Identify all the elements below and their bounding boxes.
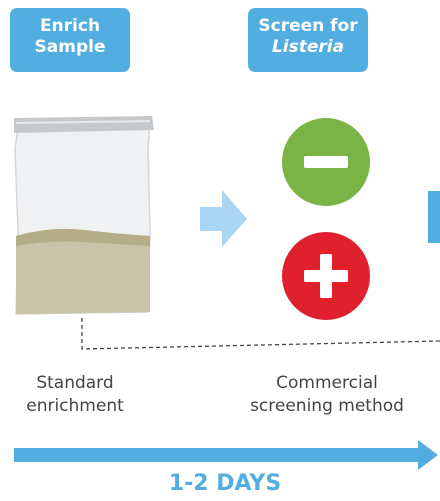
bag-seal-highlight [15,120,151,124]
enrichment-caption-line2: enrichment [26,396,124,416]
screen-listeria-badge: Screen for Listeria [248,8,368,72]
bag-liquid [16,228,150,314]
enrich-badge-line2: Sample [34,37,106,57]
screening-caption: Commercial screening method [222,372,432,418]
timeline-arrow-shaft [14,448,422,462]
screen-badge-line1: Screen for [258,16,358,36]
plus-vertical [320,254,332,298]
step-arrow-icon [200,190,247,247]
bag-liquid-surface [16,228,150,246]
positive-result-icon [282,232,370,320]
enrichment-caption-line1: Standard [36,373,114,393]
enrich-sample-badge: Enrich Sample [10,8,130,72]
duration-label: 1-2 DAYS [168,471,282,496]
screen-badge-line2: Listeria [271,37,345,57]
screening-caption-line2: screening method [250,396,404,416]
dashed-connector-line [81,318,440,350]
bag-seal [14,116,154,133]
sample-bag-icon [14,116,154,315]
enrich-badge-line1: Enrich [39,16,101,36]
next-step-edge-block [428,191,440,243]
enrichment-caption: Standard enrichment [0,372,150,418]
screening-caption-line1: Commercial [276,373,378,393]
minus-sign [304,156,348,168]
timeline-arrow-icon [14,440,438,470]
timeline-arrow-head [418,440,438,470]
negative-result-icon [282,118,370,206]
